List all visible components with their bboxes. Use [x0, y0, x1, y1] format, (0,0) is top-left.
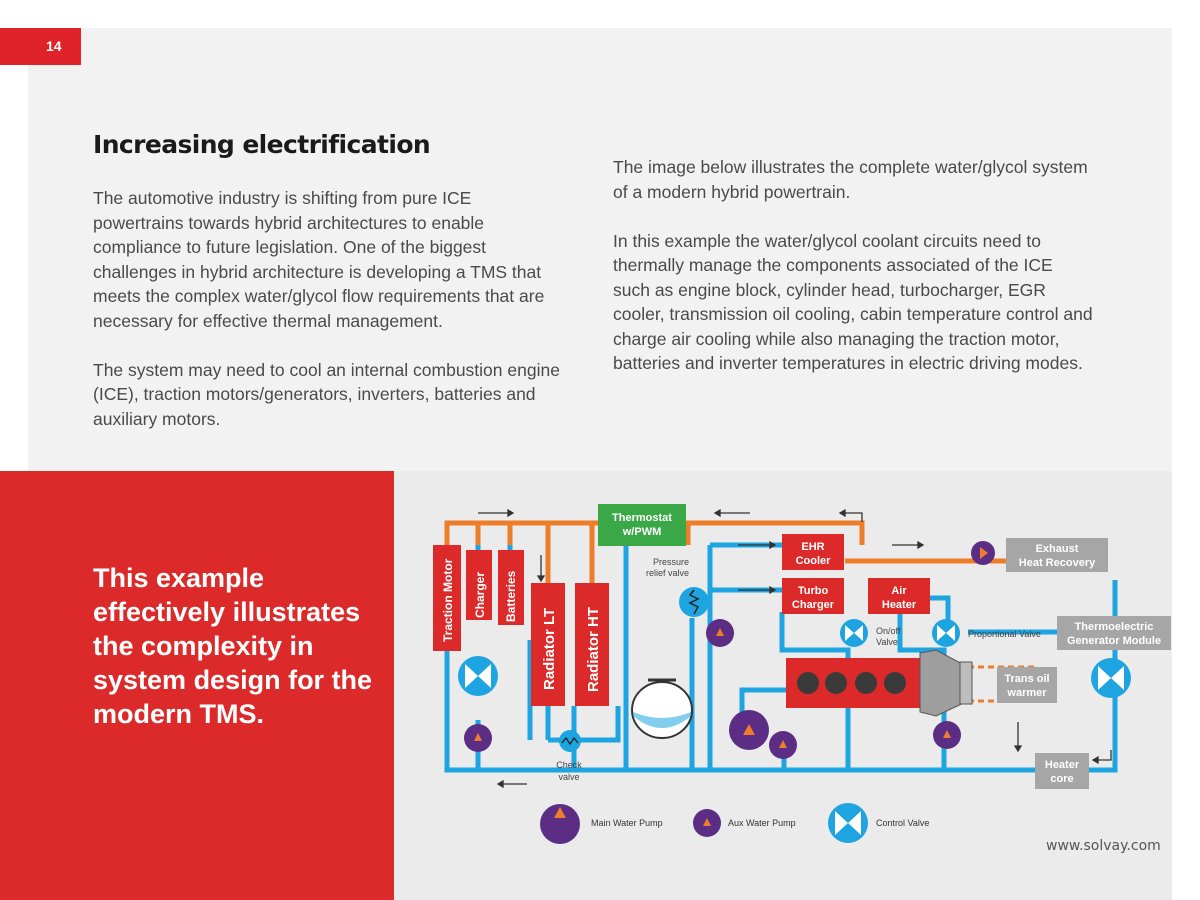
- aux-pump-icon: [706, 619, 734, 647]
- air-heater-box: Air Heater: [868, 578, 930, 614]
- svg-text:warmer: warmer: [1006, 687, 1047, 699]
- legend-aux-pump-icon: [693, 809, 721, 837]
- aux-pump-icon: [933, 721, 961, 749]
- svg-text:Trans oil: Trans oil: [1004, 673, 1049, 685]
- svg-text:Pressure: Pressure: [653, 557, 689, 567]
- proportional-control-valve-icon: [932, 619, 960, 647]
- turbo-charger-box: Turbo Charger: [782, 578, 844, 614]
- tms-diagram: Traction Motor Charger Batteries Radiato…: [433, 504, 1171, 844]
- intro-panel: [28, 28, 1172, 471]
- flow-arrows: [478, 508, 1112, 789]
- charger-box: Charger: [466, 550, 492, 620]
- check-valve-label: Check valve: [556, 760, 582, 782]
- onoff-valve-label: On/off Valve: [876, 626, 901, 647]
- svg-text:Air: Air: [891, 585, 907, 597]
- teg-module-box: Thermoelectric Generator Module: [1057, 616, 1171, 650]
- charger-label: Charger: [473, 572, 487, 618]
- legend-main-pump-label: Main Water Pump: [591, 818, 663, 828]
- page-heading: Increasing electrification: [93, 130, 431, 159]
- svg-text:Valve: Valve: [876, 637, 898, 647]
- engine-block: [786, 649, 973, 717]
- page-number: 14: [0, 28, 81, 65]
- left-paragraph-1: The automotive industry is shifting from…: [93, 188, 545, 331]
- svg-text:Exhaust: Exhaust: [1036, 543, 1079, 555]
- batteries-label: Batteries: [504, 570, 518, 622]
- svg-text:valve: valve: [558, 772, 579, 782]
- radiator-ht-label: Radiator HT: [585, 607, 602, 692]
- thermostat-label-2: w/PWM: [622, 526, 662, 538]
- right-paragraph-1: The image below illustrates the complete…: [613, 157, 1088, 202]
- legend-main-pump-icon: [540, 804, 580, 844]
- svg-text:Charger: Charger: [792, 599, 835, 611]
- trans-oil-warmer-box: Trans oil warmer: [997, 667, 1057, 703]
- pressure-relief-valve-icon: [679, 587, 709, 617]
- traction-motor-box: Traction Motor: [433, 545, 461, 651]
- svg-text:Turbo: Turbo: [798, 585, 829, 597]
- svg-text:Thermoelectric: Thermoelectric: [1075, 621, 1154, 633]
- check-valve-icon: [559, 730, 581, 752]
- svg-text:Heater: Heater: [882, 599, 917, 611]
- svg-text:Heater: Heater: [1045, 759, 1080, 771]
- aux-pump-icon: [464, 724, 492, 752]
- thermostat-label-1: Thermostat: [612, 512, 672, 524]
- expansion-tank-icon: [631, 678, 693, 739]
- svg-text:EHR: EHR: [801, 541, 824, 553]
- website-url[interactable]: www.solvay.com: [1046, 838, 1161, 854]
- tms-diagram-panel: Traction Motor Charger Batteries Radiato…: [394, 471, 1172, 900]
- right-column: The image below illustrates the complete…: [613, 155, 1093, 400]
- svg-text:relief valve: relief valve: [646, 568, 689, 578]
- traction-motor-label: Traction Motor: [441, 558, 455, 642]
- svg-text:Heat Recovery: Heat Recovery: [1019, 557, 1096, 569]
- svg-text:core: core: [1050, 773, 1073, 785]
- control-valve-icon: [458, 656, 498, 696]
- legend-aux-pump-label: Aux Water Pump: [728, 818, 796, 828]
- exhaust-pump-icon: [971, 541, 995, 565]
- radiator-ht-box: Radiator HT: [575, 583, 609, 706]
- left-column: The automotive industry is shifting from…: [93, 186, 563, 456]
- heater-core-box: Heater core: [1035, 753, 1089, 789]
- callout-panel: This example effectively illustrates the…: [0, 471, 394, 900]
- exhaust-heat-recovery-box: Exhaust Heat Recovery: [1006, 538, 1108, 572]
- ehr-cooler-box: EHR Cooler: [782, 534, 844, 570]
- onoff-control-valve-icon: [840, 619, 868, 647]
- left-paragraph-2: The system may need to cool an internal …: [93, 359, 560, 429]
- pressure-relief-label: Pressure relief valve: [646, 557, 689, 578]
- orange-pipes: [444, 520, 1034, 583]
- main-pump-icon: [729, 710, 769, 750]
- svg-text:On/off: On/off: [876, 626, 901, 636]
- legend: Main Water Pump Aux Water Pump Control V…: [540, 803, 929, 844]
- thermostat-box: Thermostat w/PWM: [598, 504, 686, 546]
- callout-text: This example effectively illustrates the…: [93, 563, 373, 729]
- legend-control-valve-icon: [828, 803, 868, 843]
- right-paragraph-2: In this example the water/glycol coolant…: [613, 230, 1093, 374]
- batteries-box: Batteries: [498, 550, 524, 625]
- svg-text:Cooler: Cooler: [796, 555, 832, 567]
- proportional-valve-label: Proportional Valve: [968, 629, 1041, 639]
- radiator-lt-box: Radiator LT: [531, 583, 565, 706]
- legend-control-valve-label: Control Valve: [876, 818, 929, 828]
- teg-control-valve-icon: [1091, 658, 1131, 698]
- svg-text:Generator Module: Generator Module: [1067, 635, 1161, 647]
- radiator-lt-label: Radiator LT: [541, 608, 558, 690]
- aux-pump-icon: [769, 731, 797, 759]
- svg-text:Check: Check: [556, 760, 582, 770]
